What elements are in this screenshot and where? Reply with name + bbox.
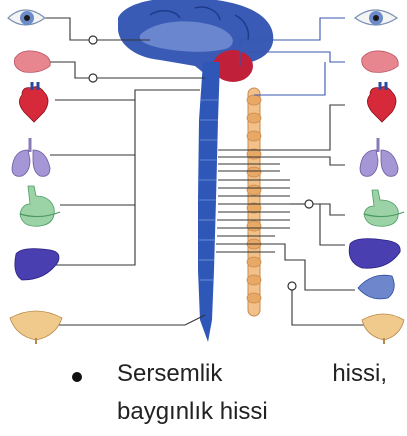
bullet-dot xyxy=(72,372,82,382)
kidney-icon xyxy=(358,275,394,299)
bullet-word-1: Sersemlik xyxy=(117,360,222,388)
eye-icon xyxy=(355,10,397,25)
bladder-icon xyxy=(10,311,62,344)
salivary-gland-icon xyxy=(362,51,399,73)
right-ganglia xyxy=(288,200,313,290)
spinal-cord xyxy=(198,62,220,342)
salivary-gland-icon xyxy=(14,51,50,73)
left-ganglia xyxy=(89,36,97,82)
bladder-icon xyxy=(362,314,404,344)
left-nerve-lines xyxy=(45,18,205,325)
lungs-icon xyxy=(12,138,50,176)
bullet-line-1: Sersemlik hissi, xyxy=(117,360,387,388)
right-nerve-lines xyxy=(275,105,370,325)
nervous-system-diagram xyxy=(0,0,407,345)
lungs-icon xyxy=(360,138,398,176)
stomach-icon xyxy=(364,190,404,226)
sympathetic-chain xyxy=(247,88,261,316)
liver-icon xyxy=(349,239,400,269)
bullet-word-2: hissi, xyxy=(332,360,387,388)
stomach-icon xyxy=(20,186,60,226)
heart-icon xyxy=(367,82,396,122)
liver-icon xyxy=(15,249,59,280)
bullet-line-2: baygınlık hissi xyxy=(117,398,268,426)
heart-icon xyxy=(19,82,48,122)
eye-icon xyxy=(8,10,45,25)
